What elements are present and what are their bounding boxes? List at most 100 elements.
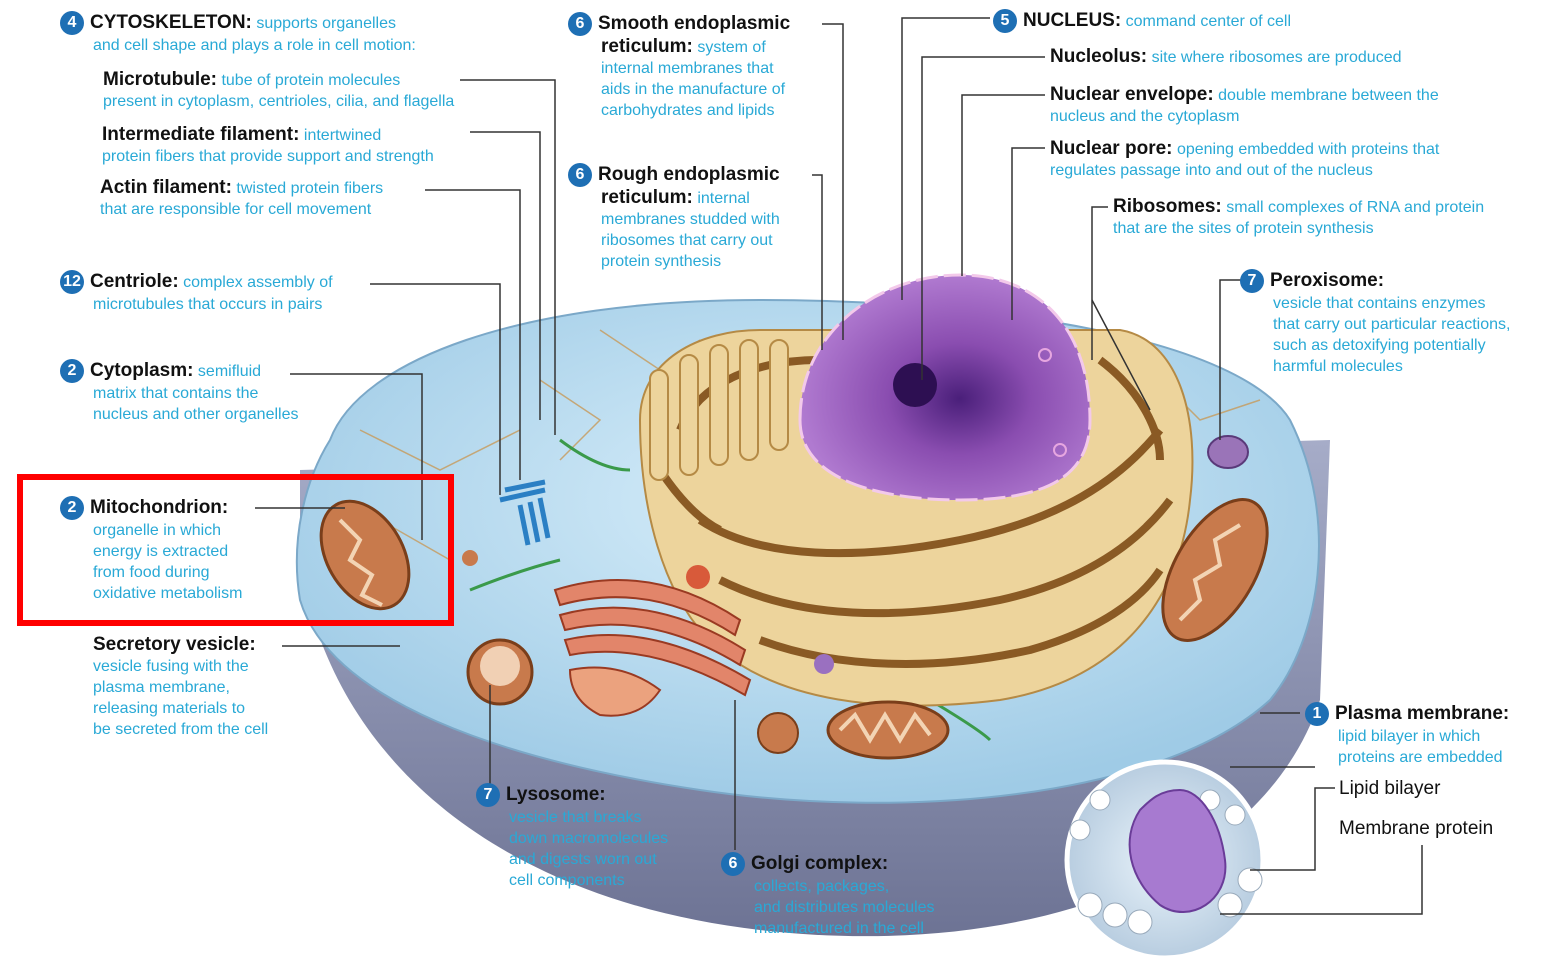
desc-smooth-er-4: carbohydrates and lipids: [601, 102, 774, 119]
label-smooth-er: 6 Smooth endoplasmic reticulum: system of…: [568, 12, 790, 121]
desc-peroxisome-1: vesicle that contains enzymes: [1273, 295, 1486, 312]
desc-peroxisome-3: such as detoxifying potentially: [1273, 337, 1486, 354]
desc-plasma-membrane-2: proteins are embedded: [1338, 749, 1503, 766]
title-centriole: Centriole:: [90, 271, 179, 292]
title-nuclear-pore: Nuclear pore:: [1050, 138, 1172, 159]
desc-lysosome-3: and digests worn out: [509, 851, 657, 868]
desc-golgi-3: manufactured in the cell: [754, 920, 924, 937]
desc-cytoskeleton-1: supports organelles: [256, 15, 396, 32]
desc-lysosome-4: cell components: [509, 872, 625, 889]
badge-peroxisome: 7: [1240, 269, 1264, 293]
desc-peroxisome-2: that carry out particular reactions,: [1273, 316, 1510, 333]
title-plasma-membrane: Plasma membrane:: [1335, 703, 1509, 724]
title-golgi: Golgi complex:: [751, 853, 888, 874]
title-lysosome: Lysosome:: [506, 784, 606, 805]
title-rough-er-2: reticulum:: [601, 187, 693, 208]
desc-secretory-vesicle-3: releasing materials to: [93, 700, 245, 717]
title-nucleolus: Nucleolus:: [1050, 46, 1147, 67]
peroxisome: [1208, 436, 1248, 468]
membrane-detail-inset: [1067, 762, 1263, 958]
desc-nuclear-pore-2: regulates passage into and out of the nu…: [1050, 162, 1373, 179]
desc-centriole-1: complex assembly of: [183, 274, 332, 291]
desc-rough-er-1: internal: [697, 190, 749, 207]
badge-centriole: 12: [60, 270, 84, 294]
badge-plasma-membrane: 1: [1305, 702, 1329, 726]
desc-cytoplasm-3: nucleus and other organelles: [93, 406, 298, 423]
vesicle-orange: [686, 565, 710, 589]
desc-cytoplasm-2: matrix that contains the: [93, 385, 258, 402]
desc-nuclear-envelope-2: nucleus and the cytoplasm: [1050, 108, 1239, 125]
desc-rough-er-2: membranes studded with: [601, 211, 780, 228]
label-secretory-vesicle: Secretory vesicle: vesicle fusing with t…: [93, 634, 268, 740]
title-peroxisome: Peroxisome:: [1270, 270, 1384, 291]
badge-rough-er: 6: [568, 163, 592, 187]
desc-plasma-membrane-1: lipid bilayer in which: [1338, 728, 1480, 745]
desc-nuclear-pore-1: opening embedded with proteins that: [1177, 141, 1439, 158]
desc-intermediate-filament-1: intertwined: [304, 127, 381, 144]
desc-peroxisome-4: harmful molecules: [1273, 358, 1403, 375]
desc-rough-er-4: protein synthesis: [601, 253, 721, 270]
mitochondrion-bottom: [828, 702, 948, 758]
title-rough-er-1: Rough endoplasmic: [598, 164, 780, 185]
desc-microtubule-1: tube of protein molecules: [221, 72, 400, 89]
desc-nuclear-envelope-1: double membrane between the: [1218, 87, 1439, 104]
label-lipid-bilayer: Lipid bilayer: [1339, 778, 1440, 800]
small-lysosome: [758, 713, 798, 753]
badge-golgi: 6: [721, 852, 745, 876]
desc-golgi-1: collects, packages,: [754, 878, 889, 895]
badge-lysosome: 7: [476, 783, 500, 807]
highlight-box-mitochondrion: [17, 474, 454, 626]
desc-actin-filament-2: that are responsible for cell movement: [100, 201, 371, 218]
desc-cytoskeleton-2: and cell shape and plays a role in cell …: [93, 37, 416, 54]
title-microtubule: Microtubule:: [103, 69, 217, 90]
label-golgi: 6 Golgi complex: collects, packages, and …: [721, 852, 935, 939]
desc-cytoplasm-1: semifluid: [198, 363, 261, 380]
desc-nucleolus-1: site where ribosomes are produced: [1152, 49, 1402, 66]
title-actin-filament: Actin filament:: [100, 177, 232, 198]
title-lipid-bilayer: Lipid bilayer: [1339, 778, 1440, 799]
title-smooth-er-2: reticulum:: [601, 36, 693, 57]
title-secretory-vesicle: Secretory vesicle:: [93, 634, 256, 655]
label-ribosomes: Ribosomes: small complexes of RNA and pr…: [1113, 196, 1484, 239]
desc-secretory-vesicle-1: vesicle fusing with the: [93, 658, 249, 675]
badge-cytoplasm: 2: [60, 359, 84, 383]
title-nuclear-envelope: Nuclear envelope:: [1050, 84, 1214, 105]
desc-ribosomes-1: small complexes of RNA and protein: [1226, 199, 1484, 216]
desc-lysosome-2: down macromolecules: [509, 830, 668, 847]
badge-cytoskeleton: 4: [60, 11, 84, 35]
desc-microtubule-2: present in cytoplasm, centrioles, cilia,…: [103, 93, 454, 110]
desc-secretory-vesicle-2: plasma membrane,: [93, 679, 230, 696]
desc-actin-filament-1: twisted protein fibers: [236, 180, 383, 197]
label-nuclear-envelope: Nuclear envelope: double membrane betwee…: [1050, 84, 1439, 127]
title-ribosomes: Ribosomes:: [1113, 196, 1222, 217]
desc-ribosomes-2: that are the sites of protein synthesis: [1113, 220, 1374, 237]
title-smooth-er-1: Smooth endoplasmic: [598, 13, 790, 34]
desc-intermediate-filament-2: protein fibers that provide support and …: [102, 148, 434, 165]
badge-nucleus: 5: [993, 9, 1017, 33]
desc-smooth-er-2: internal membranes that: [601, 60, 774, 77]
vesicle-small: [462, 550, 478, 566]
label-lysosome: 7 Lysosome: vesicle that breaks down macr…: [476, 783, 668, 891]
title-intermediate-filament: Intermediate filament:: [102, 124, 299, 145]
desc-lysosome-1: vesicle that breaks: [509, 809, 642, 826]
label-intermediate-filament: Intermediate filament: intertwined prote…: [102, 124, 434, 167]
lysosome: [468, 640, 532, 704]
desc-centriole-2: microtubules that occurs in pairs: [93, 296, 322, 313]
label-nucleolus: Nucleolus: site where ribosomes are prod…: [1050, 46, 1401, 68]
vesicle-purple: [814, 654, 834, 674]
badge-smooth-er: 6: [568, 12, 592, 36]
title-nucleus: NUCLEUS:: [1023, 10, 1121, 31]
desc-nucleus-1: command center of cell: [1126, 13, 1291, 30]
label-actin-filament: Actin filament: twisted protein fibers t…: [100, 177, 383, 220]
title-membrane-protein: Membrane protein: [1339, 818, 1493, 839]
desc-rough-er-3: ribosomes that carry out: [601, 232, 773, 249]
label-membrane-protein: Membrane protein: [1339, 818, 1493, 840]
desc-smooth-er-1: system of: [697, 39, 765, 56]
desc-smooth-er-3: aids in the manufacture of: [601, 81, 785, 98]
label-rough-er: 6 Rough endoplasmic reticulum: internal m…: [568, 163, 780, 272]
label-nucleus: 5 NUCLEUS: command center of cell: [993, 9, 1291, 33]
label-peroxisome: 7 Peroxisome: vesicle that contains enzym…: [1240, 269, 1510, 377]
desc-golgi-2: and distributes molecules: [754, 899, 935, 916]
